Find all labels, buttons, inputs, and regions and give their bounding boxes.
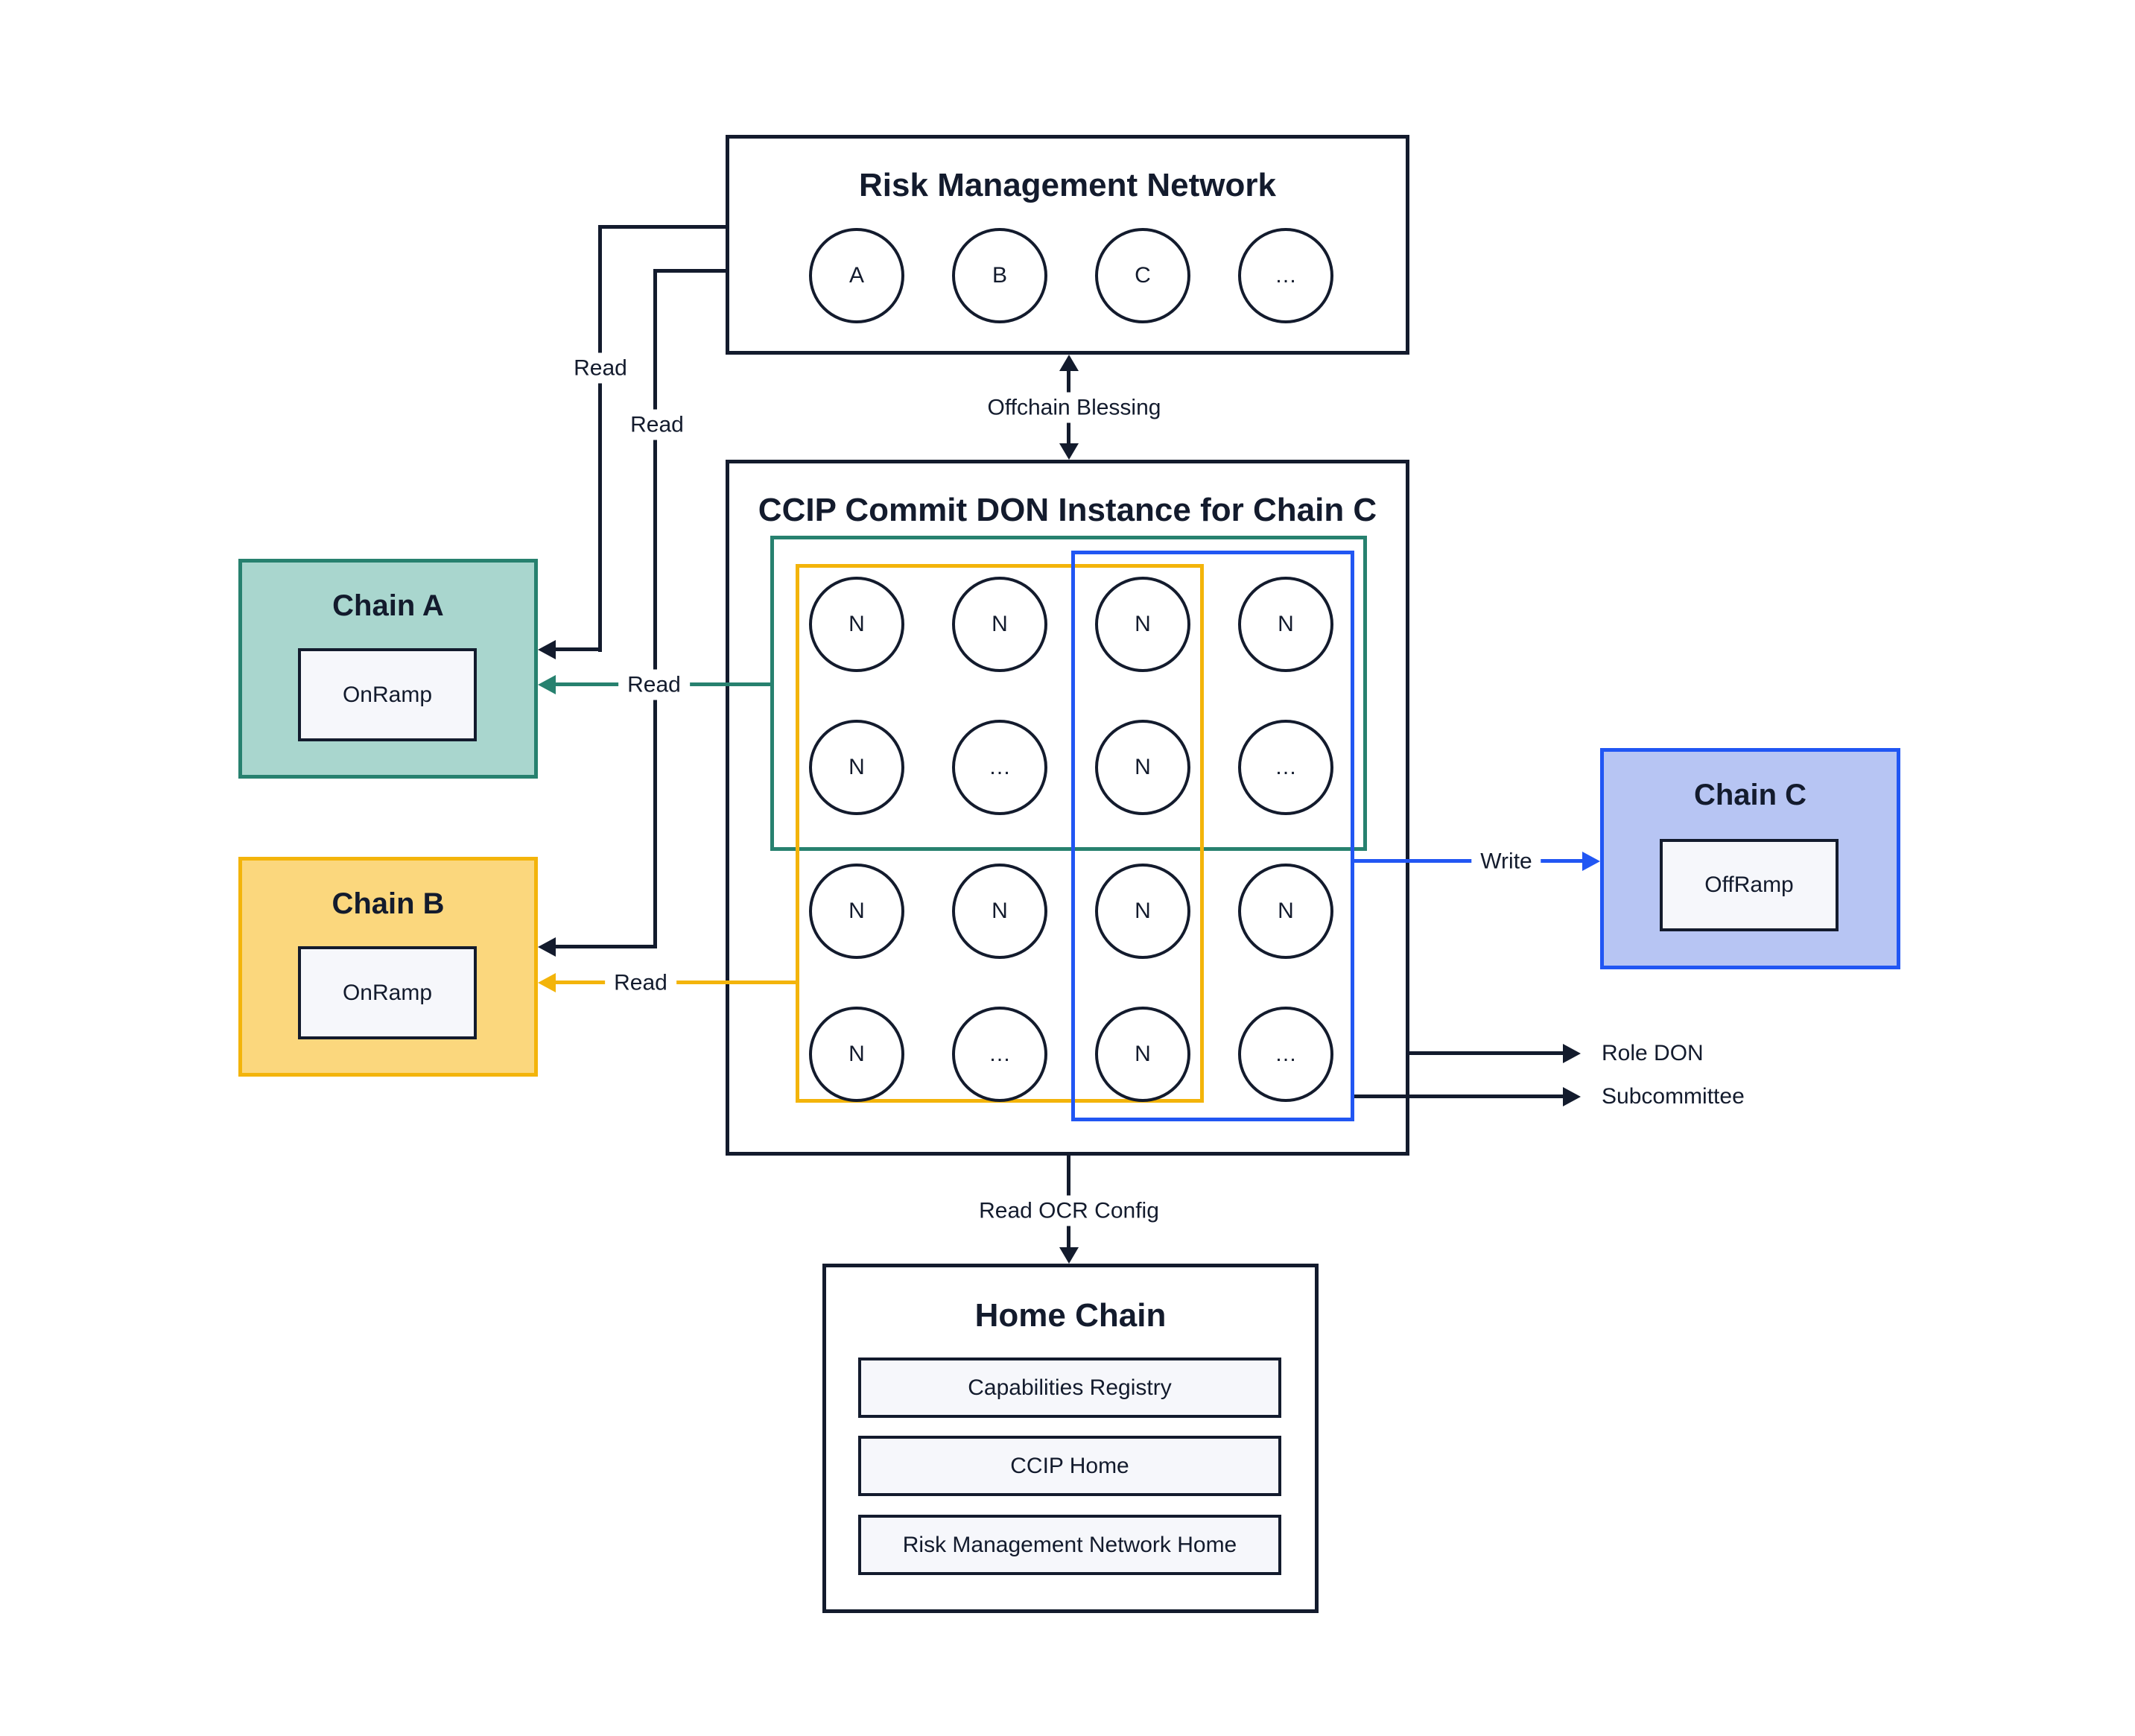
read-label-don-b: Read	[605, 967, 676, 998]
rmn-node-b: B	[952, 228, 1047, 323]
don-node-label: N	[1135, 755, 1151, 779]
don-node-label: N	[848, 612, 865, 636]
don-node: N	[952, 577, 1047, 672]
don-node-label: N	[992, 899, 1008, 923]
don-node-label: …	[989, 1042, 1011, 1066]
don-node-label: N	[1278, 612, 1294, 636]
don-node: N	[1095, 864, 1190, 959]
don-node-label: N	[1135, 612, 1151, 636]
write-label: Write	[1471, 846, 1541, 877]
home-chain-title: Home Chain	[974, 1297, 1167, 1334]
arrowhead-right-icon	[1582, 852, 1600, 871]
arrowhead-down-icon	[1059, 1247, 1079, 1264]
edge-rmn-to-chain-a	[598, 225, 726, 229]
don-node: N	[1095, 577, 1190, 672]
read-ocr-config-label: Read OCR Config	[970, 1195, 1168, 1226]
don-node: …	[952, 720, 1047, 815]
don-node-label: …	[1275, 755, 1297, 779]
read-label-rmn-b: Read	[621, 409, 693, 440]
chain-a-title: Chain A	[332, 589, 444, 622]
role-don-label: Role DON	[1602, 1041, 1704, 1065]
don-node-label: N	[1278, 899, 1294, 923]
don-node: N	[809, 577, 904, 672]
rmn-node-more-label: …	[1275, 263, 1297, 288]
don-node-label: N	[1135, 1042, 1151, 1066]
chain-c-offramp: OffRamp	[1660, 839, 1839, 931]
arrowhead-left-icon	[538, 937, 556, 957]
arrowhead-up-icon	[1059, 355, 1079, 371]
don-title: CCIP Commit DON Instance for Chain C	[758, 492, 1377, 528]
rmn-node-c: C	[1095, 228, 1190, 323]
don-node: …	[1238, 1007, 1333, 1102]
capabilities-registry-label: Capabilities Registry	[968, 1375, 1172, 1400]
don-node: N	[1238, 864, 1333, 959]
arrowhead-left-icon	[538, 640, 556, 659]
edge-rmn-to-chain-a	[556, 647, 602, 651]
arrowhead-left-icon	[538, 675, 556, 694]
rmn-home-panel: Risk Management Network Home	[858, 1515, 1281, 1575]
don-node: N	[809, 1007, 904, 1102]
ccip-home-panel: CCIP Home	[858, 1436, 1281, 1496]
read-label-don-a: Read	[618, 669, 690, 700]
don-node-label: N	[1135, 899, 1151, 923]
edge-rmn-to-chain-b	[653, 269, 726, 273]
teal-subcommittee-outline	[770, 536, 1367, 851]
don-node: N	[1238, 577, 1333, 672]
edge-role-don	[1409, 1051, 1563, 1055]
rmn-node-b-label: B	[992, 263, 1007, 288]
edge-don-to-chain-c	[1354, 859, 1582, 863]
chain-a-onramp-label: OnRamp	[342, 682, 433, 707]
don-node: N	[809, 720, 904, 815]
blue-subcommittee-outline	[1071, 551, 1354, 1121]
don-node: N	[809, 864, 904, 959]
don-node-label: …	[989, 755, 1011, 779]
rmn-node-a: A	[809, 228, 904, 323]
arrowhead-right-icon	[1563, 1087, 1581, 1106]
don-node: N	[1095, 1007, 1190, 1102]
offchain-blessing-label: Offchain Blessing	[978, 392, 1170, 423]
don-node: N	[952, 864, 1047, 959]
chain-a-onramp: OnRamp	[298, 648, 477, 741]
subcommittee-label: Subcommittee	[1602, 1084, 1745, 1109]
don-node-label: …	[1275, 1042, 1297, 1066]
chain-c-offramp-label: OffRamp	[1704, 872, 1794, 897]
chain-b-onramp: OnRamp	[298, 946, 477, 1039]
edge-rmn-to-chain-a	[598, 225, 602, 652]
don-node: N	[1095, 720, 1190, 815]
rmn-title: Risk Management Network	[859, 167, 1276, 203]
capabilities-registry-panel: Capabilities Registry	[858, 1358, 1281, 1418]
read-label-rmn-a: Read	[565, 352, 636, 384]
edge-rmn-to-chain-b	[556, 945, 657, 948]
edge-subcommittee	[1354, 1094, 1563, 1098]
don-node: …	[952, 1007, 1047, 1102]
rmn-node-more: …	[1238, 228, 1333, 323]
don-node-label: N	[848, 899, 865, 923]
arrowhead-down-icon	[1059, 443, 1079, 460]
arrowhead-right-icon	[1563, 1044, 1581, 1063]
ccip-home-label: CCIP Home	[1010, 1453, 1129, 1478]
don-node-label: N	[848, 1042, 865, 1066]
rmn-home-label: Risk Management Network Home	[902, 1532, 1237, 1557]
don-node-label: N	[992, 612, 1008, 636]
chain-c-title: Chain C	[1693, 779, 1807, 811]
rmn-node-a-label: A	[848, 263, 864, 288]
arrowhead-left-icon	[538, 973, 556, 992]
rmn-node-c-label: C	[1135, 263, 1151, 288]
don-node-label: N	[848, 755, 865, 779]
don-node: …	[1238, 720, 1333, 815]
edge-rmn-to-chain-b	[653, 269, 657, 948]
chain-b-title: Chain B	[331, 887, 445, 920]
chain-b-onramp-label: OnRamp	[342, 980, 433, 1005]
